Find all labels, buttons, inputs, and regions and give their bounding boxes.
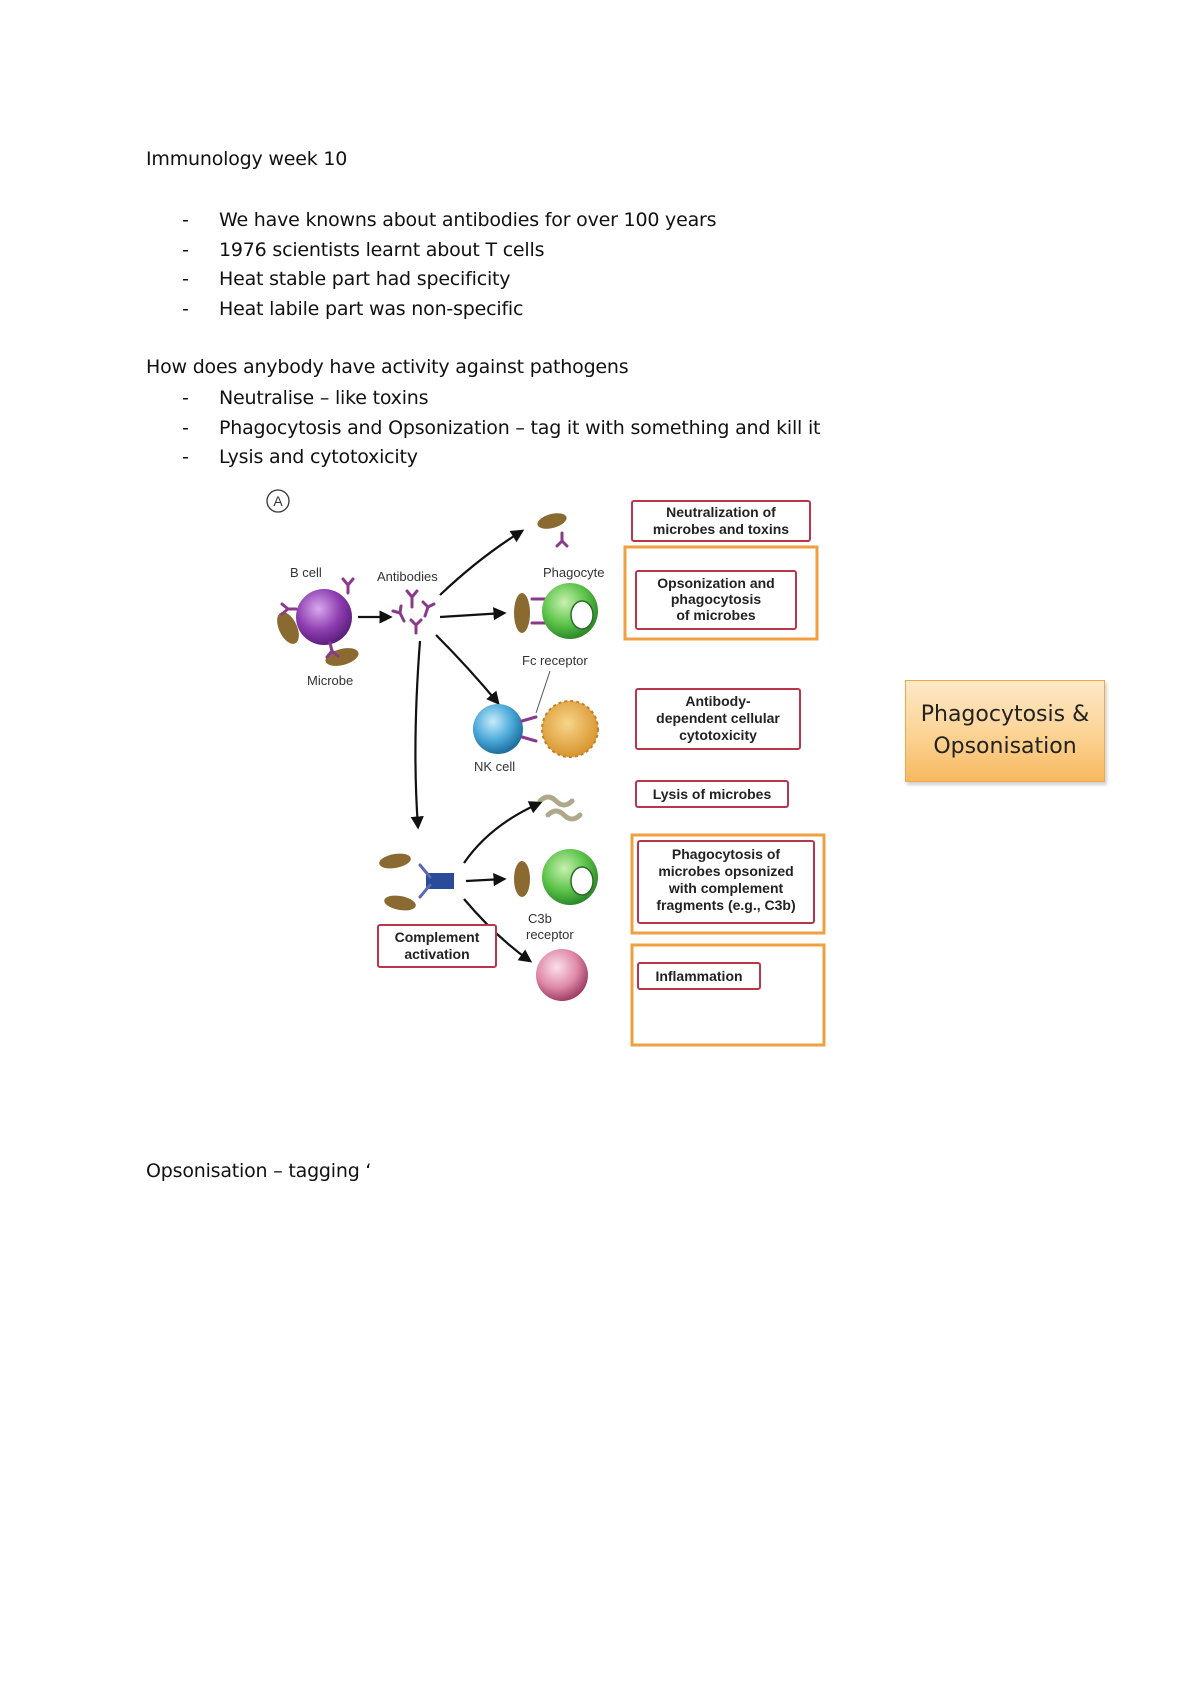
antibody-icon [530,597,548,625]
list-item: -Phagocytosis and Opsonization – tag it … [182,416,821,439]
list-item: -Heat labile part was non-specific [182,297,524,320]
nk-cell-icon [473,704,523,754]
intro-bullet-list: -We have knowns about antibodies for ove… [146,206,717,324]
antibody-icon [418,863,432,899]
arrow [439,529,525,596]
svg-text:dependent cellular: dependent cellular [656,710,780,726]
svg-text:fragments (e.g., C3b): fragments (e.g., C3b) [656,897,795,913]
svg-text:Inflammation: Inflammation [655,968,742,984]
highlight-box [623,545,819,641]
svg-text:Neutralization of: Neutralization of [666,504,776,520]
b-cell-label: B cell [290,565,322,580]
microbe-icon [514,861,530,897]
lysed-microbe-icon [537,794,583,822]
highlight-box [630,833,826,935]
svg-text:Phagocytosis of: Phagocytosis of [672,846,780,862]
microbe-icon [325,648,359,666]
svg-text:Lysis of microbes: Lysis of microbes [653,786,772,802]
panel-letter-circle [266,489,290,513]
svg-text:Complement: Complement [395,929,480,945]
b-cell-group [277,577,359,666]
target-cell-icon [541,700,599,758]
list-item: -Lysis and cytotoxicity [182,446,418,468]
activity-bullet-list: -Neutralise – like toxins -Phagocytosis … [146,384,820,473]
arrow [439,607,507,621]
antibody-icon [520,715,538,743]
fc-receptor-pointer [535,670,551,714]
microbe-icon [277,612,299,644]
inflammatory-cell-icon [536,949,588,1001]
svg-text:activation: activation [404,946,469,962]
antibody-icon [555,531,569,548]
arrow [463,801,543,864]
svg-text:Opsonization and: Opsonization and [657,575,774,591]
svg-text:microbes opsonized: microbes opsonized [658,863,793,879]
microbe-icon [379,853,411,869]
nk-cell-label: NK cell [474,759,515,774]
panel-letter: A [273,493,283,509]
adcc-box: Antibody- dependent cellular cytotoxicit… [635,688,801,750]
microbe-icon [514,593,530,633]
list-item: -Neutralise – like toxins [182,387,429,409]
lysis-box: Lysis of microbes [635,780,789,808]
microbe-icon [384,895,416,911]
complement-icon [426,873,454,889]
microbe-icon [537,513,567,529]
phagocytosis-callout: Phagocytosis & Opsonisation [905,680,1105,782]
arrow [410,640,424,830]
b-cell-icon [296,589,352,645]
opsonisation-line: Opsonisation – tagging ‘ [146,1160,372,1182]
microbe-label: Microbe [307,673,353,688]
svg-text:cytotoxicity: cytotoxicity [679,727,757,743]
svg-text:with complement: with complement [668,880,784,896]
question-heading: How does anybody have activity against p… [146,356,629,378]
phagosome-icon [570,600,594,630]
inflammation-box: Inflammation [637,962,761,990]
highlight-box [630,943,826,1047]
list-item: -1976 scientists learnt about T cells [182,238,545,261]
antibodies-label: Antibodies [377,569,438,584]
page-title: Immunology week 10 [146,148,348,170]
svg-text:phagocytosis: phagocytosis [671,591,761,607]
fc-receptor-label: Fc receptor [522,653,588,668]
neutralization-box: Neutralization of microbes and toxins [631,500,811,542]
arrow [435,634,500,706]
complement-activation-box: Complement activation [377,924,497,968]
phagocyte-label: Phagocyte [543,565,604,580]
svg-text:of microbes: of microbes [676,607,756,623]
list-item: -Heat stable part had specificity [182,268,511,290]
antibody-functions-figure: A B cell Microbe Antibodies Phagocyte Fc… [266,489,826,1047]
complement-phagocytosis-box: Phagocytosis of microbes opsonized with … [637,840,815,924]
opsonization-box: Opsonization and phagocytosis of microbe… [635,570,797,630]
svg-text:microbes and toxins: microbes and toxins [653,521,789,537]
antibody-icon [280,577,355,659]
list-item: -We have knowns about antibodies for ove… [182,209,717,231]
phagosome-icon [570,866,594,896]
antibodies-icon [391,589,436,635]
receptor-label: receptor [526,927,574,942]
c3b-label: C3b [528,911,552,926]
arrow [465,872,507,887]
svg-text:Antibody-: Antibody- [685,693,751,709]
